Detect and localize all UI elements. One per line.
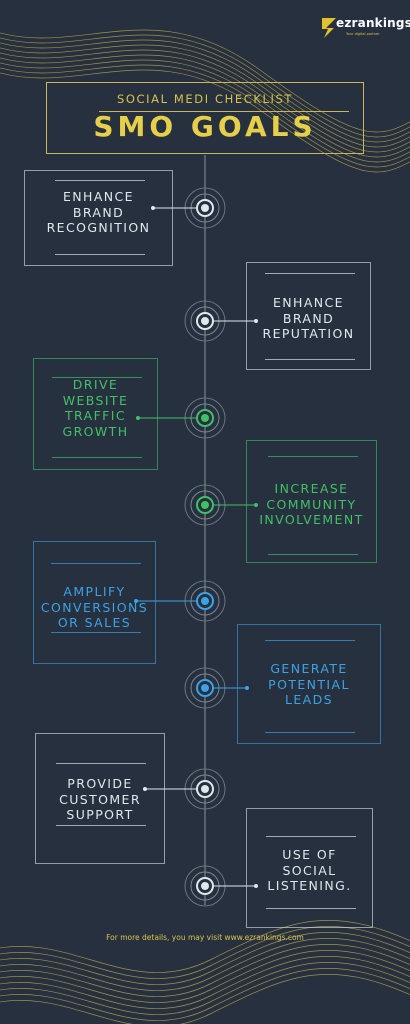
wave-line-bottom: [0, 932, 410, 985]
goal-card: PROVIDE CUSTOMER SUPPORT: [35, 733, 165, 864]
logo-tagline: Your digital partner: [346, 32, 380, 36]
goal-text: PROVIDE CUSTOMER SUPPORT: [59, 776, 141, 822]
goal-card: AMPLIFY CONVERSIONS OR SALES: [33, 541, 156, 664]
lightning-z-icon: [322, 18, 336, 38]
ezrankings-logo: ezrankings Your digital partner: [318, 14, 410, 44]
page-title: SMO GOALS: [93, 110, 317, 143]
timeline-node: [136, 397, 226, 439]
goal-card: INCREASE COMMUNITY INVOLVEMENT: [246, 440, 377, 563]
wave-line-top: [0, 59, 410, 163]
header-divider-top: [99, 111, 349, 112]
timeline-node: [184, 300, 258, 342]
goal-divider-bottom: [51, 457, 142, 458]
goal-text: DRIVE WEBSITE TRAFFIC GROWTH: [62, 377, 129, 439]
goal-divider-bottom: [56, 825, 146, 826]
timeline-node: [184, 667, 249, 709]
goal-divider-bottom: [264, 359, 355, 360]
goal-text: ENHANCE BRAND RECOGNITION: [46, 189, 151, 235]
goal-divider-bottom: [50, 632, 141, 633]
wave-line-top: [0, 54, 410, 158]
goal-divider-bottom: [54, 254, 145, 255]
wave-line-bottom: [0, 974, 410, 1024]
goal-divider-top: [265, 836, 356, 837]
wave-line-bottom: [0, 950, 410, 1003]
timeline-node: [184, 865, 258, 907]
goal-card: ENHANCE BRAND RECOGNITION: [24, 170, 173, 266]
wave-line-top: [0, 29, 410, 133]
timeline-node: [143, 768, 226, 810]
goal-divider-top: [50, 563, 141, 564]
goal-divider-top: [56, 763, 146, 764]
wave-line-top: [0, 49, 410, 153]
goal-card: ENHANCE BRAND REPUTATION: [246, 262, 371, 370]
logo-text: ezrankings: [336, 16, 410, 30]
wave-line-bottom: [0, 962, 410, 1015]
wave-line-top: [0, 39, 410, 143]
wave-line-bottom: [0, 956, 410, 1009]
goal-text: GENERATE POTENTIAL LEADS: [268, 661, 350, 707]
timeline-node: [184, 484, 258, 526]
wave-line-top: [0, 69, 410, 173]
goal-card: GENERATE POTENTIAL LEADS: [237, 624, 381, 744]
footer-note: For more details, you may visit www.ezra…: [106, 933, 304, 942]
goal-divider-top: [264, 273, 355, 274]
goal-text: USE OF SOCIAL LISTENING.: [267, 847, 352, 893]
goal-card: DRIVE WEBSITE TRAFFIC GROWTH: [33, 358, 158, 470]
goal-divider-bottom: [265, 908, 356, 909]
goal-text: ENHANCE BRAND REPUTATION: [262, 295, 355, 341]
wave-line-bottom: [0, 938, 410, 991]
wave-line-bottom: [0, 944, 410, 997]
goal-divider-bottom: [265, 732, 355, 733]
wave-line-top: [0, 44, 410, 148]
header-box: SOCIAL MEDI CHECKLIST SMO GOALS: [46, 82, 364, 154]
goal-divider-top: [51, 377, 142, 378]
goal-text: AMPLIFY CONVERSIONS OR SALES: [40, 584, 149, 630]
wave-line-top: [0, 34, 410, 138]
goal-divider-bottom: [267, 554, 358, 555]
timeline-node: [151, 187, 226, 229]
goal-divider-top: [54, 180, 145, 181]
header-subtitle: SOCIAL MEDI CHECKLIST: [116, 92, 294, 106]
goal-divider-top: [265, 640, 355, 641]
timeline-node: [134, 580, 226, 622]
wave-line-top: [0, 64, 410, 168]
goal-text: INCREASE COMMUNITY INVOLVEMENT: [259, 481, 364, 527]
wave-line-bottom: [0, 968, 410, 1021]
goal-card: USE OF SOCIAL LISTENING.: [246, 808, 373, 928]
wave-line-bottom: [0, 920, 410, 973]
goal-divider-top: [267, 456, 358, 457]
